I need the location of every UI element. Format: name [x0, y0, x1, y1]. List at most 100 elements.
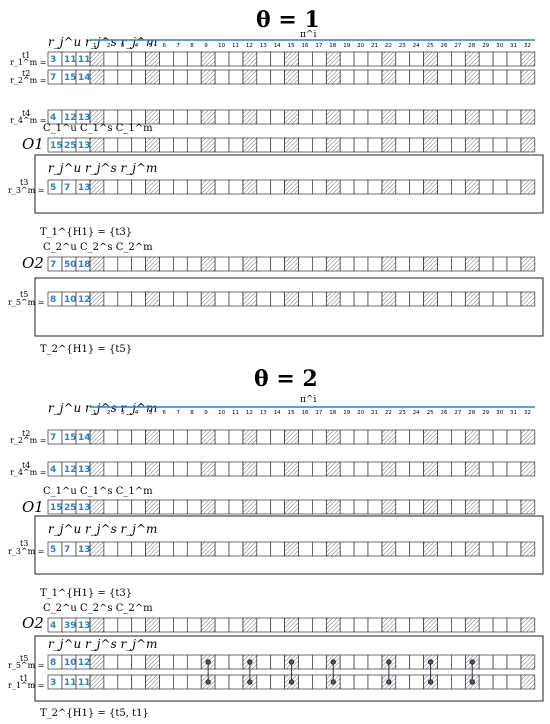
slot-cell [395, 291, 411, 307]
header-pi-label-2: π^i [300, 395, 316, 405]
slot-cell [256, 256, 272, 272]
slot-cell [464, 617, 480, 633]
slot-cell [339, 461, 355, 477]
value-number: 14 [78, 73, 91, 83]
slot-cell [145, 137, 160, 153]
slot-cell [506, 109, 522, 125]
slot-cell [409, 291, 424, 307]
slot-cell [284, 499, 299, 515]
slot-cell [520, 429, 536, 445]
cell-number: 17 [315, 43, 322, 49]
value-number: 18 [78, 260, 91, 270]
slot-cell [464, 461, 480, 477]
slot-cell [367, 179, 383, 195]
slot-cell [214, 541, 230, 557]
slot-cell [89, 69, 105, 85]
slot-cell [353, 461, 369, 477]
slot-cell [478, 69, 494, 85]
slot-cell [325, 617, 341, 633]
slot-cell [353, 617, 369, 633]
value-number: 12 [64, 465, 77, 475]
slot-cell [381, 291, 397, 307]
row-sublabel: r_2^m = 14 [10, 436, 59, 445]
cell-number: 8 [190, 410, 194, 416]
slot-cell [339, 69, 355, 85]
slot-cell [409, 654, 424, 670]
slot-cell [103, 291, 119, 307]
row-sublabel: r_4^m = 13 [10, 116, 59, 125]
slot-cell [409, 51, 424, 67]
slot-cell [103, 541, 119, 557]
slot-cell [270, 674, 285, 690]
slot-cell [339, 654, 355, 670]
cell-number: 18 [329, 410, 336, 416]
slot-cell [423, 429, 438, 445]
slot-cell [145, 541, 160, 557]
box-row-sublabel: r_3^m = 13 [8, 547, 57, 556]
slot-cell [103, 256, 119, 272]
slot-cell [353, 499, 369, 515]
slot-cell [478, 541, 494, 557]
slot-cell [284, 137, 299, 153]
slot-cell [270, 109, 285, 125]
value-number: 11 [64, 55, 77, 65]
row-sublabel: r_2^m = 14 [10, 76, 59, 85]
value-number: 4 [50, 621, 56, 631]
slot-cell [492, 429, 508, 445]
slot-cell [409, 137, 424, 153]
value-number: 8 [50, 295, 56, 305]
slot-cell [339, 541, 355, 557]
slot-cell [437, 137, 452, 153]
slot-cell [478, 291, 494, 307]
slot-cell [395, 109, 411, 125]
value-number: 4 [50, 113, 56, 123]
header-pi-label-1: π^i [300, 30, 316, 40]
slot-cell [298, 541, 313, 557]
value-number: 12 [78, 658, 91, 668]
slot-cell [173, 179, 188, 195]
slot-cell [312, 429, 327, 445]
order-box [34, 635, 544, 702]
slot-cell [423, 541, 438, 557]
slot-cell [298, 179, 313, 195]
cell-number: 15 [288, 410, 295, 416]
slot-cell [131, 617, 146, 633]
slot-cell [200, 617, 216, 633]
slot-cell [200, 461, 216, 477]
slot-cell [312, 291, 327, 307]
slot-cell [89, 674, 105, 690]
slot-cell [214, 179, 230, 195]
slot-cell [186, 654, 202, 670]
value-number: 5 [50, 183, 56, 193]
value-number: 13 [78, 621, 91, 631]
slot-cell [409, 541, 424, 557]
cell-number: 26 [441, 410, 448, 416]
cell-number: 30 [496, 43, 503, 49]
slot-cell [409, 674, 424, 690]
slot-cell [173, 654, 188, 670]
value-number: 13 [78, 545, 91, 555]
slot-cell [186, 109, 202, 125]
cell-number: 10 [218, 43, 225, 49]
cell-number: 19 [343, 43, 350, 49]
slot-cell [367, 429, 383, 445]
cell-number: 19 [343, 410, 350, 416]
slot-cell [131, 654, 146, 670]
cell-number: 22 [385, 43, 392, 49]
slot-cell [159, 256, 174, 272]
slot-cell [145, 291, 160, 307]
value-number: 7 [50, 260, 56, 270]
slot-cell [478, 51, 494, 67]
slot-cell [464, 541, 480, 557]
slot-cell [270, 541, 285, 557]
cell-number: 3 [121, 43, 125, 49]
slot-cell [381, 137, 397, 153]
slot-cell [451, 461, 466, 477]
slot-cell [159, 617, 174, 633]
cell-number: 8 [190, 43, 194, 49]
slot-cell [395, 137, 411, 153]
slot-cell [506, 429, 522, 445]
row-label: t2 [22, 429, 30, 438]
cell-number: 18 [329, 43, 336, 49]
slot-cell [214, 109, 230, 125]
